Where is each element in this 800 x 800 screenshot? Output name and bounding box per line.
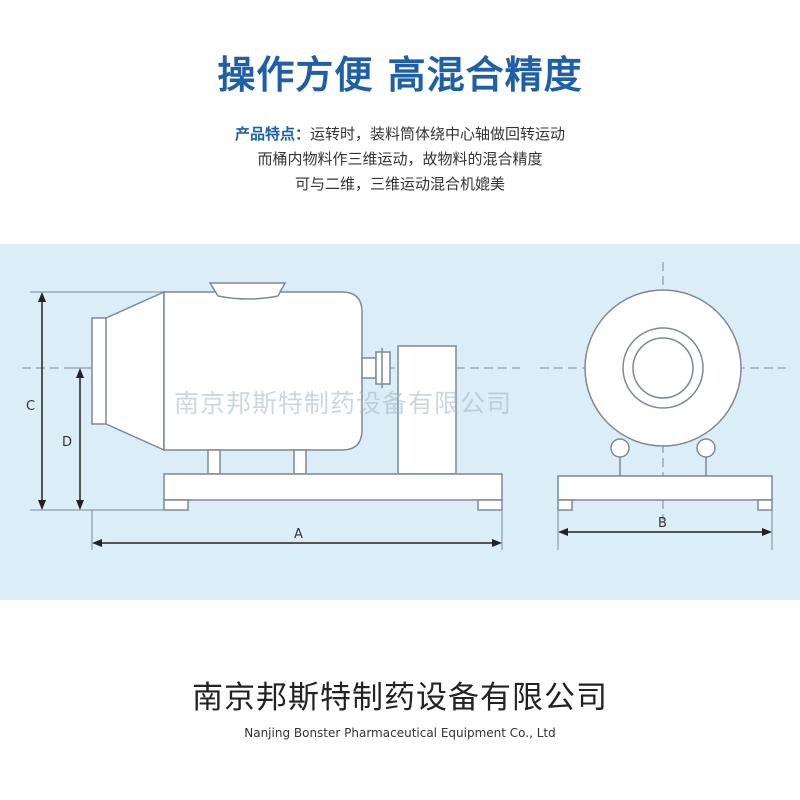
company-name-chinese: 南京邦斯特制药设备有限公司 xyxy=(192,680,608,716)
features-line-1: 产品特点：运转时，装料筒体绕中心轴做回转运动 xyxy=(0,122,800,147)
dimension-label-d: D xyxy=(62,435,72,450)
front-foot-left xyxy=(557,499,573,511)
features-label: 产品特点： xyxy=(234,125,310,143)
dimension-label-a: A xyxy=(294,527,303,542)
coupling-flange xyxy=(375,348,391,388)
front-base xyxy=(557,475,773,501)
dimension-label-b: B xyxy=(658,516,667,531)
product-features: 产品特点：运转时，装料筒体绕中心轴做回转运动 而桶内物料作三维运动，故物料的混合… xyxy=(0,122,800,197)
support-roller-right xyxy=(696,438,716,458)
watermark-text: 南京邦斯特制药设备有限公司 xyxy=(174,389,513,418)
drum-body xyxy=(163,291,363,451)
front-leg xyxy=(207,449,221,475)
headline-title: 操作方便 高混合精度 xyxy=(217,53,583,97)
base-foot-right xyxy=(477,499,503,511)
drum-end-inner xyxy=(632,337,694,399)
feed-cone xyxy=(91,290,165,452)
features-text-1: 运转时，装料筒体绕中心轴做回转运动 xyxy=(310,125,566,143)
company-name-english: Nanjing Bonster Pharmaceutical Equipment… xyxy=(244,726,556,740)
base-foot-left xyxy=(163,499,189,511)
features-line-3: 可与二维，三维运动混合机媲美 xyxy=(294,175,505,193)
machine-drawing: C D A B xyxy=(22,262,786,550)
front-foot-right xyxy=(757,499,773,511)
gearbox xyxy=(397,345,457,475)
machine-diagram-panel: C D A B 南京邦斯特制药设备有限公司 xyxy=(0,244,800,600)
dimension-label-c: C xyxy=(26,399,35,414)
features-line-2: 而桶内物料作三维运动，故物料的混合精度 xyxy=(257,150,543,168)
support-roller-left xyxy=(610,438,630,458)
side-base xyxy=(163,473,503,501)
top-hatch xyxy=(208,282,287,300)
shaft-coupling xyxy=(361,357,377,379)
rear-leg xyxy=(293,449,307,475)
